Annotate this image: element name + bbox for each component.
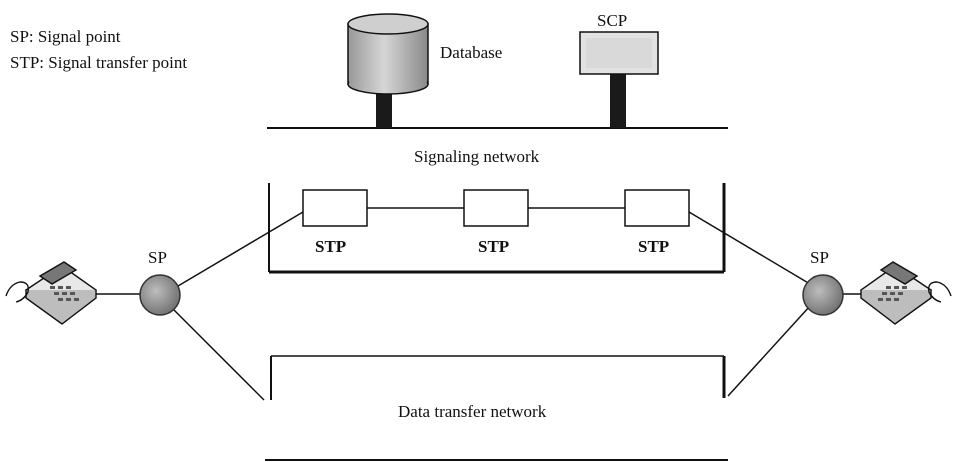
- signaling-network-bracket: [268, 183, 726, 274]
- stp-node-1: [302, 189, 368, 227]
- sp-links: [96, 211, 885, 401]
- legend-stp: STP: Signal transfer point: [10, 53, 188, 72]
- telephone-icon: [859, 261, 952, 325]
- stp-node-3: [624, 189, 690, 227]
- stp-label-1: STP: [315, 237, 346, 256]
- stp-label-2: STP: [478, 237, 509, 256]
- signaling-network-label: Signaling network: [414, 147, 540, 166]
- data-transfer-network-bracket: [265, 355, 728, 461]
- sp-label-left: SP: [148, 248, 167, 267]
- database-label: Database: [440, 43, 502, 62]
- data-transfer-network-label: Data transfer network: [398, 402, 547, 421]
- sp-node-left: [139, 274, 181, 316]
- sp-node-right: [802, 274, 844, 316]
- legend-sp: SP: Signal point: [10, 27, 121, 46]
- telephone-icon: [5, 261, 98, 325]
- database-cylinder-icon: [347, 13, 429, 128]
- scp-label: SCP: [597, 11, 627, 30]
- scp-box-icon: [579, 31, 659, 128]
- sp-label-right: SP: [810, 248, 829, 267]
- stp-node-2: [463, 189, 529, 227]
- stp-label-3: STP: [638, 237, 669, 256]
- legend: SP: Signal point STP: Signal transfer po…: [10, 24, 187, 76]
